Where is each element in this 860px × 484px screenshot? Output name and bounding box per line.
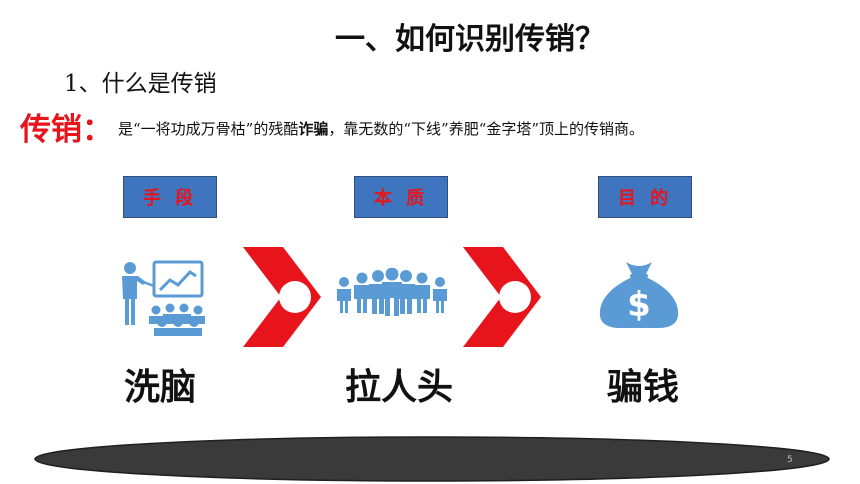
presentation-audience-icon: [122, 260, 205, 336]
footer-bar: [34, 436, 830, 482]
definition-text: 是“一将功成万骨枯”的残酷诈骗，靠无数的“下线”养肥“金字塔”顶上的传销商。: [118, 118, 644, 139]
word-recruit: 拉人头: [345, 367, 454, 408]
money-bag-icon: $: [599, 262, 679, 328]
label-purpose: 目 的: [598, 176, 692, 218]
page-number: 5: [787, 455, 793, 465]
label-essence: 本 质: [354, 176, 448, 218]
section-subtitle: 1、什么是传销: [64, 71, 217, 97]
definition-term: 传销：: [20, 112, 113, 148]
word-fraud: 骗钱: [607, 367, 680, 408]
chevron-arrow-icon: [463, 247, 541, 347]
slide-title: 一、如何识别传销？: [335, 22, 605, 57]
label-means: 手 段: [123, 176, 217, 218]
crowd-icon: [337, 268, 447, 316]
word-brainwash: 洗脑: [124, 367, 197, 408]
definition-text-suffix: ，靠无数的“下线”养肥“金字塔”顶上的传销商。: [328, 120, 645, 138]
chevron-arrow-icon: [243, 247, 321, 347]
definition-text-bold: 诈骗: [298, 120, 329, 138]
svg-text:$: $: [627, 285, 651, 325]
definition-text-prefix: 是“一将功成万骨枯”的残酷: [118, 120, 299, 138]
